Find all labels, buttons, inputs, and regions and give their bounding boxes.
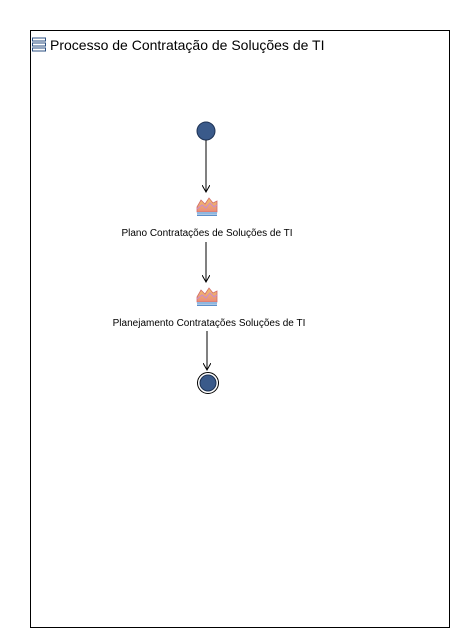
planejamento-label: Planejamento Contratações Soluções de TI [112,318,306,329]
process-header: Processo de Contratação de Soluções de T… [32,36,324,54]
planejamento-subprocess-icon[interactable] [196,285,218,307]
end-event[interactable] [197,372,219,394]
process-list-icon [32,37,46,53]
plano-subprocess-icon[interactable] [196,195,218,217]
process-frame [30,30,450,628]
process-title: Processo de Contratação de Soluções de T… [50,37,325,53]
plano-label: Plano Contratações de Soluções de TI [121,228,293,239]
start-event[interactable] [196,121,216,141]
